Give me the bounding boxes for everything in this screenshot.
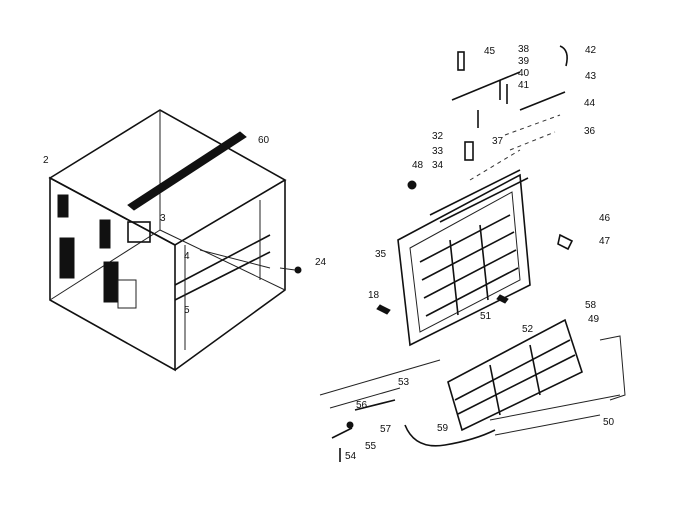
front-grille-part xyxy=(376,45,574,347)
bracket-part xyxy=(127,221,151,243)
part-label-56: 56 xyxy=(356,400,368,411)
power-cord-part xyxy=(404,424,496,447)
screw-part xyxy=(294,266,302,274)
top-rail-part xyxy=(127,131,247,211)
part-label-36: 36 xyxy=(584,126,596,137)
part-label-2: 2 xyxy=(43,155,49,166)
part-label-45: 45 xyxy=(484,46,496,57)
cabinet-front-edge xyxy=(174,180,286,371)
part-label-51: 51 xyxy=(480,311,492,322)
part-label-41: 41 xyxy=(518,80,530,91)
part-label-4: 4 xyxy=(184,251,190,262)
part-label-52: 52 xyxy=(522,324,534,335)
part-label-46: 46 xyxy=(599,213,611,224)
part-label-50: 50 xyxy=(603,417,615,428)
part-label-58: 58 xyxy=(585,300,597,311)
part-label-57: 57 xyxy=(380,424,392,435)
part-label-53: 53 xyxy=(398,377,410,388)
lower-panel-frame xyxy=(447,318,583,432)
part-label-47: 47 xyxy=(599,236,611,247)
lower-panel-part xyxy=(319,318,626,462)
grille-frame xyxy=(397,173,531,347)
part-label-55: 55 xyxy=(365,441,377,452)
cabinet-top xyxy=(48,109,287,246)
cabinet-part xyxy=(48,109,302,372)
part-label-49: 49 xyxy=(588,314,600,325)
part-label-18: 18 xyxy=(368,290,380,301)
part-label-44: 44 xyxy=(584,98,596,109)
part-label-24: 24 xyxy=(315,257,327,268)
part-label-42: 42 xyxy=(585,45,597,56)
part-label-43: 43 xyxy=(585,71,597,82)
part-label-48: 48 xyxy=(412,160,424,171)
part-label-34: 34 xyxy=(432,160,444,171)
part-label-33: 33 xyxy=(432,146,444,157)
part-label-60: 60 xyxy=(258,135,270,146)
part-label-40: 40 xyxy=(518,68,530,79)
part-label-5: 5 xyxy=(184,305,190,316)
part-label-59: 59 xyxy=(437,423,449,434)
part-label-54: 54 xyxy=(345,451,357,462)
part-label-32: 32 xyxy=(432,131,444,142)
part-label-38: 38 xyxy=(518,44,530,55)
part-label-39: 39 xyxy=(518,56,530,67)
part-label-3: 3 xyxy=(160,213,166,224)
part-label-37: 37 xyxy=(492,136,504,147)
part-label-35: 35 xyxy=(375,249,387,260)
